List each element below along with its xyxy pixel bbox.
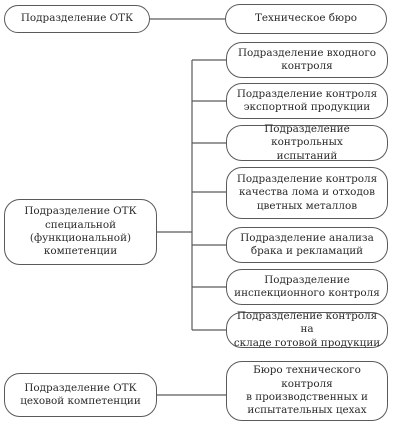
special-competence-line-2: специальной <box>44 218 117 231</box>
tech-bureau-label: Техническое бюро <box>254 12 358 25</box>
unit-export-control: Подразделение контроля экспортной продук… <box>226 83 388 119</box>
unit-incoming-control-line-1: Подразделение входного <box>237 46 377 59</box>
special-competence-box: Подразделение ОТК специальной (функциона… <box>4 199 157 265</box>
unit-finished-goods-control-line-1: Подразделение контроля на <box>236 310 378 336</box>
special-competence-line-4: компетенции <box>43 245 118 258</box>
unit-finished-goods-control-line-2: складе готовой продукции <box>233 336 381 349</box>
unit-scrap-quality-control-line-2: качества лома и отходов <box>239 186 375 199</box>
shop-competence-line-1: Подразделение ОТК <box>24 381 137 394</box>
unit-defect-analysis-line-2: брака и рекламаций <box>250 245 364 257</box>
unit-inspection-control-line-2: инспекционного контроля <box>234 287 380 299</box>
tech-bureau-box: Техническое бюро <box>225 4 387 34</box>
unit-export-control-line-1: Подразделение контроля <box>236 87 378 100</box>
unit-incoming-control: Подразделение входного контроля <box>226 42 388 78</box>
shop-tech-control-bureau-line-3: испытательных цехах <box>247 404 367 417</box>
shop-tech-control-bureau: Бюро технического контроля в производств… <box>226 361 388 421</box>
shop-competence-line-2: цеховой компетенции <box>20 395 141 407</box>
unit-inspection-control-line-1: Подразделение <box>264 273 350 286</box>
unit-scrap-quality-control: Подразделение контроля качества лома и о… <box>226 167 388 219</box>
unit-control-tests-line-2: испытаний <box>276 149 338 162</box>
shop-tech-control-bureau-line-2: в производственных и <box>246 391 368 403</box>
shop-tech-control-bureau-line-1: Бюро технического контроля <box>253 364 361 390</box>
unit-scrap-quality-control-line-3: цветных металлов <box>256 199 358 212</box>
unit-incoming-control-line-2: контроля <box>281 60 333 72</box>
special-competence-line-3: (функциональной) <box>29 232 132 244</box>
special-competence-line-1: Подразделение ОТК <box>24 205 137 218</box>
unit-defect-analysis-line-1: Подразделение анализа <box>240 231 374 244</box>
unit-scrap-quality-control-line-1: Подразделение контроля <box>236 173 378 186</box>
unit-export-control-line-2: экспортной продукции <box>243 101 371 113</box>
unit-inspection-control: Подразделение инспекционного контроля <box>226 269 388 305</box>
unit-control-tests-line-1: Подразделение контрольных <box>264 123 350 149</box>
unit-defect-analysis: Подразделение анализа брака и рекламаций <box>226 227 388 263</box>
shop-competence-box: Подразделение ОТК цеховой компетенции <box>4 373 157 417</box>
otk-division-box: Подразделение ОТК <box>4 5 150 33</box>
unit-finished-goods-control: Подразделение контроля на складе готовой… <box>226 310 388 349</box>
unit-control-tests: Подразделение контрольных испытаний <box>226 123 388 162</box>
otk-division-label: Подразделение ОТК <box>20 12 134 25</box>
